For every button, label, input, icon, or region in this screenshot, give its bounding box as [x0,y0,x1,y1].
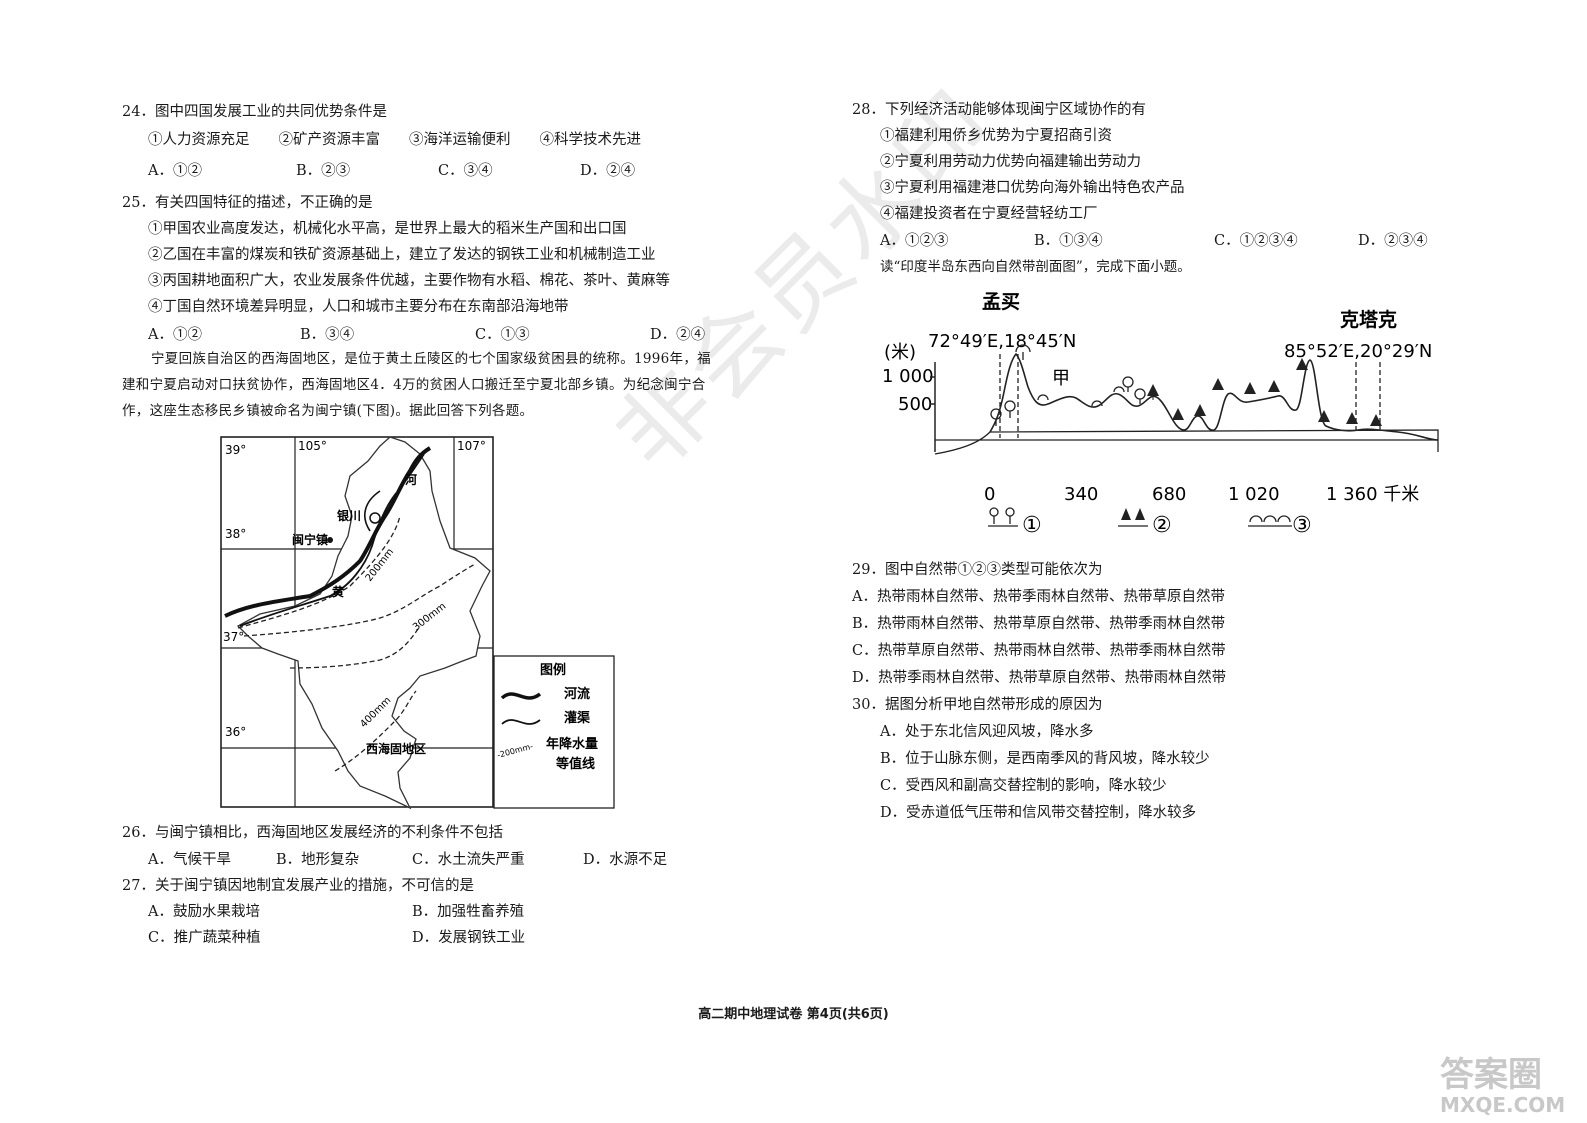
legend-zone-1: ① [1022,513,1042,538]
q25-item-2: ②乙国在丰富的煤炭和铁矿资源基础上，建立了发达的钢铁工业和机械制造工业 [148,247,656,263]
yinchuan-label: 银川 [337,508,361,523]
map-legend: 图例 河流 灌渠 -200mm- 年降水量 等值线 [493,655,615,809]
q30-option-d[interactable]: D．受赤道低气压带和信风带交替控制，降水较多 [880,805,1197,821]
india-profile-diagram: 孟买 72°49′E,18°45′N 克塔克 85°52′E,20°29′N (… [882,291,1439,538]
q28-option-b[interactable]: B．①③④ [1034,233,1103,249]
logo-top-text: 答案圈 [1440,1055,1542,1095]
q30-option-c[interactable]: C．受西风和副高交替控制的影响，降水较少 [880,778,1167,794]
site-logo: 答案圈 MXQE.COM [1440,1055,1565,1117]
legend-isohyet-1: 年降水量 [546,736,598,752]
coord-cuttack: 85°52′E,20°29′N [1284,341,1432,362]
q27-option-a[interactable]: A．鼓励水果栽培 [148,904,260,920]
x-tick-680: 680 [1152,484,1186,505]
q30-stem: 30．据图分析甲地自然带形成的原因为 [852,697,1103,713]
q28-option-c[interactable]: C．①②③④ [1214,233,1298,249]
q27-option-b[interactable]: B．加强牲畜养殖 [412,904,525,920]
city-mumbai: 孟买 [982,291,1020,313]
page-footer: 高二期中地理试卷 第4页(共6页) [698,1007,889,1022]
y-unit-label: (米) [884,342,916,363]
passage-minning: 宁夏回族自治区的西海固地区，是位于黄土丘陵区的七个国家级贫困县的统称。1996年… [122,351,711,419]
jia-label: 甲 [1052,368,1070,389]
q30-option-b[interactable]: B．位于山脉东侧，是西南季风的背风坡，降水较少 [880,751,1210,767]
lon-105-label: 105° [298,439,327,453]
legend-canal: 灌渠 [564,710,591,726]
logo-bottom-text: MXQE.COM [1440,1093,1565,1117]
q24-items: ①人力资源充足 ②矿产资源丰富 ③海洋运输便利 ④科学技术先进 [148,132,641,148]
q26-option-a[interactable]: A．气候干旱 [148,852,231,868]
q25-item-4: ④丁国自然环境差异明显，人口和城市主要分布在东南部沿海地带 [148,299,569,315]
river-huang-label: 黄 [332,584,344,599]
q25-option-a[interactable]: A．①② [148,327,202,343]
q25-stem: 25．有关四国特征的描述，不正确的是 [122,195,373,211]
q26-option-b[interactable]: B．地形复杂 [276,852,360,868]
legend-isohyet-2: 等值线 [555,756,595,772]
q27-stem: 27．关于闽宁镇因地制宜发展产业的措施，不可信的是 [122,878,474,894]
y-tick-1000: 1 000 [882,366,934,387]
q28-option-a[interactable]: A．①②③ [880,233,949,249]
lon-107-label: 107° [457,439,486,453]
q28-item-1: ①福建利用侨乡优势为宁夏招商引资 [880,128,1112,144]
x-tick-0: 0 [984,484,995,505]
q28-item-3: ③宁夏利用福建港口优势向海外输出特色农产品 [880,180,1185,196]
q25-option-d[interactable]: D．②④ [650,327,706,343]
lat-36-label: 36° [225,725,246,739]
x-tick-1360: 1 360 千米 [1326,484,1419,505]
q24-option-c[interactable]: C．③④ [438,163,493,179]
q25-item-1: ①甲国农业高度发达，机械化水平高，是世界上最大的稻米生产国和出口国 [148,221,627,237]
q29-option-b[interactable]: B．热带雨林自然带、热带草原自然带、热带季雨林自然带 [852,616,1226,632]
legend-zone-3: ③ [1292,513,1312,538]
q28-stem: 28．下列经济活动能够体现闽宁区域协作的有 [852,102,1146,118]
minning-label: 闽宁镇 [292,532,328,547]
q28-item-2: ②宁夏利用劳动力优势向福建输出劳动力 [880,154,1141,170]
river-he-label: 河 [404,472,417,487]
q28-option-d[interactable]: D．②③④ [1358,233,1428,249]
lat-39-label: 39° [225,443,246,457]
q25-option-c[interactable]: C．①③ [475,327,530,343]
q26-option-c[interactable]: C．水土流失严重 [412,852,525,868]
q30-option-a[interactable]: A．处于东北信风迎风坡，降水多 [880,724,1094,740]
x-tick-340: 340 [1064,484,1098,505]
passage-profile: 读“印度半岛东西向自然带剖面图”，完成下面小题。 [880,259,1191,275]
q27-option-d[interactable]: D．发展钢铁工业 [412,930,526,946]
y-tick-500: 500 [898,394,932,415]
q24-option-a[interactable]: A．①② [148,163,202,179]
x-tick-1020: 1 020 [1228,484,1280,505]
q25-item-3: ③丙国耕地面积广大，农业发展条件优越，主要作物有水稻、棉花、茶叶、黄麻等 [148,273,670,289]
lat-37-label: 37° [223,630,244,644]
region-label: 西海固地区 [366,741,426,756]
q24-stem: 24．图中四国发展工业的共同优势条件是 [122,104,387,120]
q29-option-a[interactable]: A．热带雨林自然带、热带季雨林自然带、热带草原自然带 [852,589,1225,605]
q27-option-c[interactable]: C．推广蔬菜种植 [148,930,261,946]
q26-option-d[interactable]: D．水源不足 [583,852,668,868]
q29-option-c[interactable]: C．热带草原自然带、热带雨林自然带、热带季雨林自然带 [852,643,1226,659]
q29-stem: 29．图中自然带①②③类型可能依次为 [852,562,1103,578]
legend-river: 河流 [564,686,590,702]
q26-stem: 26．与闽宁镇相比，西海固地区发展经济的不利条件不包括 [122,825,503,841]
q24-option-b[interactable]: B．②③ [296,163,351,179]
city-cuttack: 克塔克 [1340,308,1397,331]
legend-title: 图例 [540,662,566,678]
q29-option-d[interactable]: D．热带季雨林自然带、热带草原自然带、热带雨林自然带 [852,670,1227,686]
ningxia-map: 39° 105° 107° 38° 37° 36° 银川 闽宁镇 河 黄 200… [220,436,615,810]
coord-mumbai: 72°49′E,18°45′N [928,331,1076,352]
q28-item-4: ④福建投资者在宁夏经营轻纺工厂 [880,206,1098,222]
q24-option-d[interactable]: D．②④ [580,163,636,179]
legend-zone-2: ② [1152,513,1172,538]
q25-option-b[interactable]: B．③④ [300,327,355,343]
lat-38-label: 38° [225,527,246,541]
